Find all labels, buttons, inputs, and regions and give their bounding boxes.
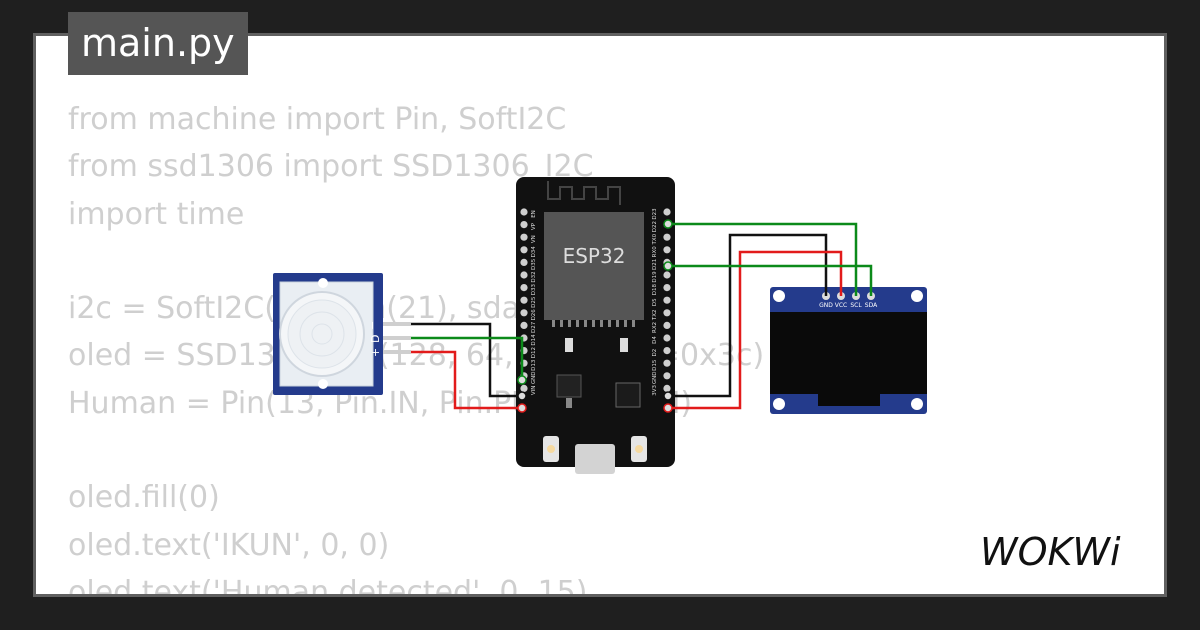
esp32-pin-label: D22 bbox=[652, 221, 658, 232]
esp32-pin-right[interactable] bbox=[663, 384, 671, 392]
esp32-pin-label: D12 bbox=[531, 347, 537, 358]
esp32-pin-right[interactable] bbox=[663, 359, 671, 367]
esp32-pin-label: TX2 bbox=[652, 309, 658, 321]
esp32-pin-left[interactable] bbox=[520, 284, 528, 292]
esp32-pin-label: D21 bbox=[652, 259, 658, 270]
wire-oled-scl bbox=[668, 264, 873, 296]
esp32-pin-right[interactable] bbox=[663, 309, 671, 317]
esp32-pin-label: D32 bbox=[531, 271, 537, 282]
esp32-pin-left[interactable] bbox=[520, 309, 528, 317]
wires bbox=[411, 222, 873, 410]
esp32-pin-label: D5 bbox=[652, 298, 658, 306]
file-tab[interactable]: main.py bbox=[68, 12, 248, 75]
esp32-pin-left[interactable] bbox=[520, 258, 528, 266]
esp32-pin-label: D34 bbox=[531, 246, 537, 258]
esp32-pin-label: VP bbox=[531, 222, 537, 230]
esp32-pin-label: D18 bbox=[652, 283, 658, 295]
esp32-pin-left[interactable] bbox=[520, 221, 528, 229]
esp32-pin-right[interactable] bbox=[663, 208, 671, 216]
esp32-pin-right[interactable] bbox=[663, 372, 671, 380]
wire-pir-signal bbox=[411, 336, 524, 380]
esp32-pin-label: 3V3 bbox=[652, 385, 658, 396]
esp32-pin-right[interactable] bbox=[663, 321, 671, 329]
esp32-pin-label: GND bbox=[531, 371, 537, 384]
esp32-module bbox=[544, 212, 644, 320]
pir-pin-label: + bbox=[369, 348, 382, 357]
esp32-pin-right[interactable] bbox=[663, 296, 671, 304]
esp32-pin-right[interactable] bbox=[663, 334, 671, 342]
esp32-pin-label: TX0 bbox=[652, 233, 658, 245]
esp32-pin-label: D4 bbox=[652, 336, 658, 344]
oled-pin-label: SDA bbox=[865, 302, 878, 309]
oled-screen bbox=[770, 312, 927, 394]
oled-pin-label: VCC bbox=[835, 302, 847, 309]
oled-pin-label: GND bbox=[819, 302, 833, 309]
pir-sensor[interactable]: − D + bbox=[273, 273, 411, 395]
esp32-pin-label: D19 bbox=[652, 271, 658, 283]
pir-pin-label: D bbox=[369, 335, 382, 343]
code-line: from ssd1306 import SSD1306_I2C bbox=[68, 149, 594, 185]
filename-label: main.py bbox=[81, 21, 235, 65]
esp32-pin-label: D27 bbox=[531, 321, 537, 333]
esp32-pin-label: D35 bbox=[531, 258, 537, 270]
esp32-pin-left[interactable] bbox=[520, 321, 528, 329]
code-line: import time bbox=[68, 196, 245, 232]
esp32-pin-label: D26 bbox=[531, 309, 537, 321]
wire-oled-sda bbox=[668, 222, 858, 296]
esp32-pin-label: D25 bbox=[531, 296, 537, 308]
esp32-pin-label: D15 bbox=[652, 359, 658, 371]
esp32-pin-left[interactable] bbox=[520, 233, 528, 241]
esp32-pin-right[interactable] bbox=[663, 271, 671, 279]
code-line: oled.fill(0) bbox=[68, 480, 220, 516]
wire-pir-gnd bbox=[411, 322, 522, 398]
esp32-pin-label: VN bbox=[531, 235, 537, 243]
code-line: oled.text('IKUN', 0, 0) bbox=[68, 527, 390, 563]
esp32-pin-left[interactable] bbox=[520, 384, 528, 392]
preview-frame: from machine import Pin, SoftI2C from ssd… bbox=[33, 33, 1167, 597]
esp32-pin-label: D13 bbox=[531, 359, 537, 371]
code-line: oled.text('Human detected', 0, 15) bbox=[68, 574, 588, 597]
esp32-pin-left[interactable] bbox=[520, 208, 528, 216]
esp32-pin-label: RX2 bbox=[652, 322, 658, 333]
wire-pir-vcc bbox=[411, 350, 522, 410]
esp32-pin-label: EN bbox=[531, 210, 537, 218]
esp32-pin-left[interactable] bbox=[520, 271, 528, 279]
oled-pin-label: SCL bbox=[850, 302, 862, 309]
esp32-pin-label: D14 bbox=[531, 334, 537, 346]
pir-pin-label: − bbox=[366, 321, 379, 330]
esp32-pin-label: GND bbox=[652, 371, 658, 384]
esp32-pin-label: D2 bbox=[652, 349, 658, 357]
esp32-label: ESP32 bbox=[563, 244, 626, 268]
esp32-pin-right[interactable] bbox=[663, 284, 671, 292]
esp32-pin-label: RX0 bbox=[652, 246, 658, 258]
esp32-pin-label: D33 bbox=[531, 283, 537, 295]
esp32-pin-right[interactable] bbox=[663, 246, 671, 254]
logo-text: WOKWi bbox=[980, 530, 1121, 574]
wokwi-logo: WOKWi bbox=[980, 530, 1121, 574]
code-line: from machine import Pin, SoftI2C bbox=[68, 102, 567, 137]
esp32-pin-label: VIN bbox=[531, 386, 537, 396]
esp32-pin-right[interactable] bbox=[663, 233, 671, 241]
usb-port bbox=[575, 444, 615, 474]
esp32-board[interactable]: ESP32 ENVPVND34D35D32D33D25D26D27D14D12D… bbox=[516, 177, 675, 474]
esp32-pin-label: D23 bbox=[652, 208, 658, 220]
oled-display[interactable]: GND VCC SCL SDA bbox=[770, 287, 927, 414]
esp32-pin-right[interactable] bbox=[663, 347, 671, 355]
esp32-pin-left[interactable] bbox=[520, 296, 528, 304]
esp32-pin-left[interactable] bbox=[520, 246, 528, 254]
wire-oled-gnd bbox=[668, 233, 828, 398]
